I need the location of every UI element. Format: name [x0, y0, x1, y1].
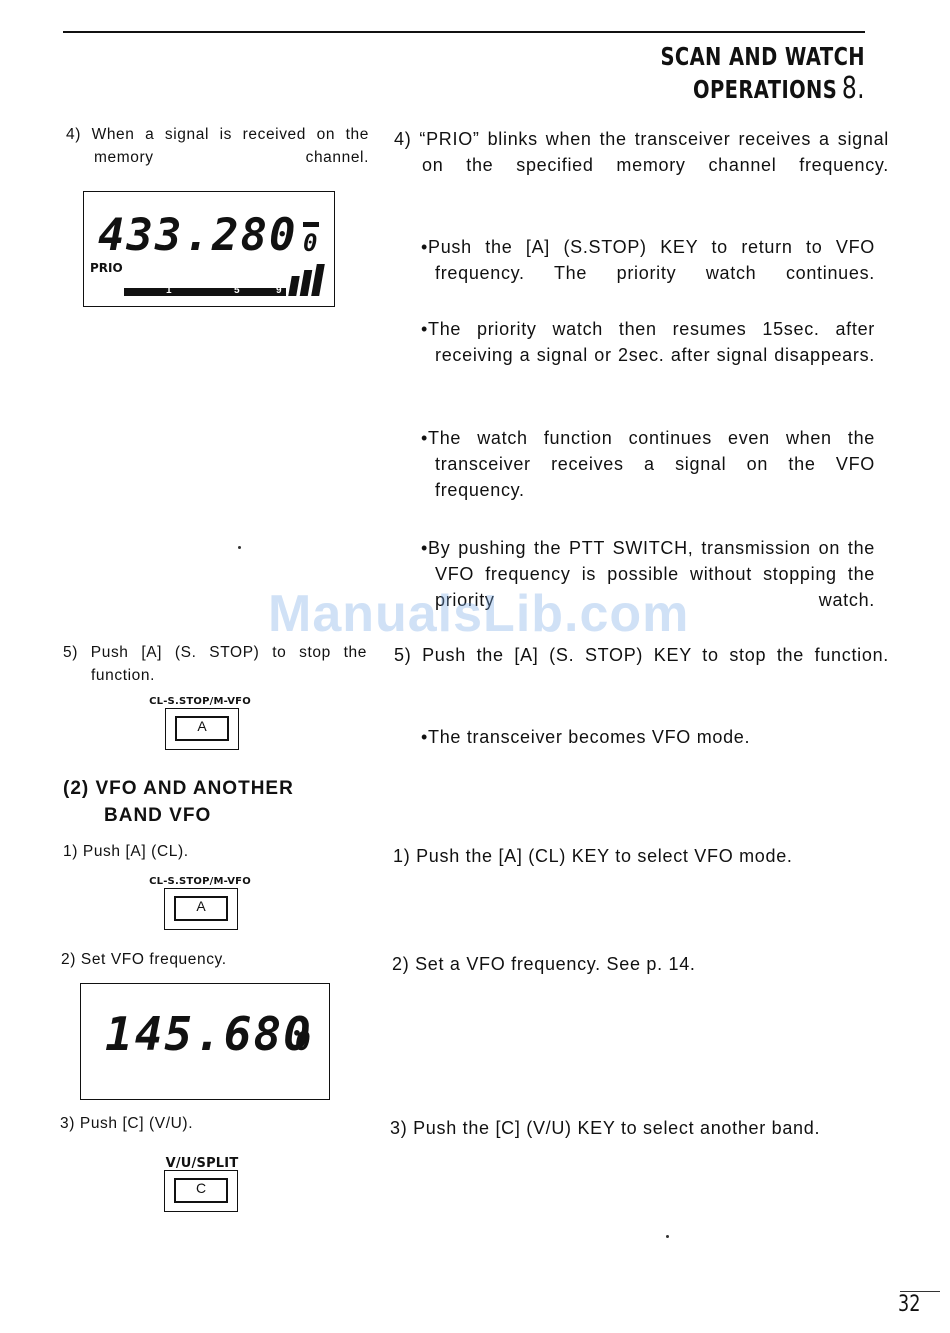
header-title: SCAN AND WATCH OPERATIONS: [660, 42, 865, 104]
key-a-button-1[interactable]: A: [165, 708, 239, 750]
right-step-5: 5) Push the [A] (S. STOP) KEY to stop th…: [394, 645, 889, 665]
section-number: 8.: [841, 71, 865, 106]
lcd-s-meter: 1 5 9: [124, 285, 286, 296]
lcd-display-vfo: 145.680 0: [80, 983, 330, 1100]
lcd2-channel: 0: [295, 1027, 313, 1057]
section-heading-line1: (2) VFO AND ANOTHER: [63, 778, 294, 799]
right-bullet-3: •The watch function continues even when …: [421, 428, 875, 500]
key-label-a-2: CL-S.STOP/M-VFO: [149, 876, 251, 887]
right-vfo-step-3: 3) Push the [C] (V/U) KEY to select anot…: [390, 1118, 821, 1138]
left-step-4: 4) When a signal is received on the memo…: [66, 126, 369, 166]
lcd-prio-indicator: PRIO: [90, 261, 123, 275]
lcd2-frequency: 145.680: [105, 1007, 313, 1061]
meter-bar-a: [288, 276, 300, 296]
meter-tick-1: 1: [166, 285, 172, 296]
left-vfo-step-2: 2) Set VFO frequency.: [61, 951, 227, 968]
key-c-button[interactable]: C: [164, 1170, 238, 1212]
right-vfo-step-2: 2) Set a VFO frequency. See p. 14.: [392, 954, 696, 974]
left-step-5: 5) Push [A] (S. STOP) to stop the functi…: [63, 644, 367, 684]
key-c-face: C: [174, 1178, 228, 1203]
right-bullet-2: •The priority watch then resumes 15sec. …: [421, 319, 875, 365]
page-number-rule: [900, 1291, 940, 1292]
lcd-frequency: 433.280: [98, 210, 298, 261]
meter-bar-c: [311, 264, 325, 296]
watermark: ManualsLib.com: [268, 585, 690, 643]
meter-bar-b: [299, 270, 313, 296]
key-label-c: V/U/SPLIT: [165, 1156, 239, 1171]
meter-tick-9: 9: [276, 285, 282, 296]
header-rule: [63, 31, 865, 33]
key-a-face-1: A: [175, 716, 229, 741]
page-number: 32: [898, 1292, 921, 1317]
key-a-button-2[interactable]: A: [164, 888, 238, 930]
right-bullet-5: •The transceiver becomes VFO mode.: [421, 727, 751, 747]
meter-tick-5: 5: [234, 285, 240, 296]
lcd-m-indicator: [303, 222, 319, 227]
key-a-face-2: A: [174, 896, 228, 921]
right-bullet-1: •Push the [A] (S.STOP) KEY to return to …: [421, 237, 875, 283]
stray-dot: [238, 546, 241, 549]
left-vfo-step-3: 3) Push [C] (V/U).: [60, 1115, 194, 1132]
section-heading-line2: BAND VFO: [104, 805, 212, 826]
key-label-a-1: CL-S.STOP/M-VFO: [149, 696, 251, 707]
stray-dot-2: [666, 1235, 669, 1238]
lcd-channel: 0: [303, 229, 320, 257]
left-vfo-step-1: 1) Push [A] (CL).: [63, 843, 189, 860]
lcd-display-prio: 433.280 0 PRIO 1 5 9: [83, 191, 335, 307]
right-bullet-4: •By pushing the PTT SWITCH, transmission…: [421, 538, 875, 610]
right-step-4: 4) “PRIO” blinks when the transceiver re…: [394, 129, 889, 175]
right-vfo-step-1: 1) Push the [A] (CL) KEY to select VFO m…: [393, 846, 793, 866]
